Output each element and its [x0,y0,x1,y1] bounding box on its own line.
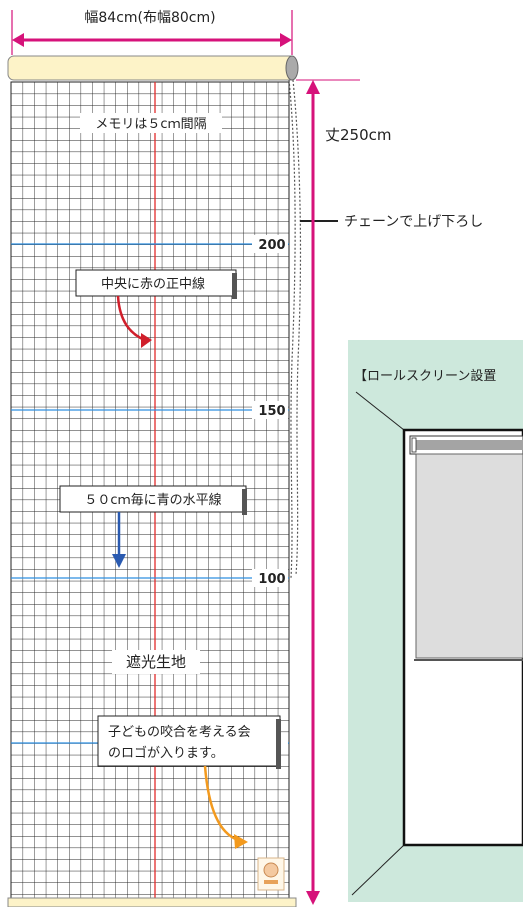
roll-end-cap [285,55,299,81]
roll-screen-cassette [416,440,523,450]
width-dimension-label: 幅84cm(布幅80cm) [84,10,215,26]
grid-interval-label: メモリは５cｍ間隔 [95,117,206,132]
logo-base [264,880,278,884]
logo-callout-shadow [276,719,281,769]
roll-screen-fabric [415,453,523,659]
logo-face-icon [263,862,279,878]
logo-callout-line2: のロゴが入ります。 [108,745,224,761]
horizontal-line-callout-shadow [242,489,247,515]
roll-tube-top [7,55,297,81]
fabric-label: 遮光生地 [126,653,186,671]
pull-chain [292,79,302,576]
roll-bottom-bar [7,897,297,908]
scale-mark-bg-200 [252,235,288,253]
logo-callout-arrow [203,765,239,842]
width-arrow-left-head [12,33,24,47]
height-arrow-top-head [306,80,320,94]
logo-callout-box [97,715,281,767]
pull-chain-inner [288,79,296,579]
install-perspective-top [355,391,405,431]
center-line-callout-shadow [232,273,237,299]
fabric-label-bg [112,650,200,674]
bracket-left [411,437,417,453]
scale-mark-100: 100 [258,572,285,587]
width-arrow-right-head [280,33,292,47]
scale-mark-bg-150 [252,401,288,419]
center-line-callout-text: 中央に赤の正中線 [101,276,205,292]
grid-label-bg [80,113,222,133]
height-arrow-bottom-head [306,891,320,905]
horizontal-line-arrow-head [112,554,126,568]
logo-callout-arrow-head [234,834,248,849]
install-perspective-bottom [351,844,405,896]
scale-mark-200: 200 [258,238,285,253]
install-label: 【ロールスクリーン設置 [354,368,496,384]
horizontal-line-callout-text: ５０cｍ毎に青の水平線 [84,492,221,508]
horizontal-line-callout-box [59,485,247,513]
center-line-arrow-head [141,333,152,348]
scale-mark-150: 150 [258,404,285,419]
logo-callout-line1: 子どもの咬合を考える会 [108,724,251,740]
chain-label: チェーンで上げ下ろし [344,214,483,230]
height-label: 丈250cm [325,126,392,144]
scale-mark-bg-100 [252,569,288,587]
